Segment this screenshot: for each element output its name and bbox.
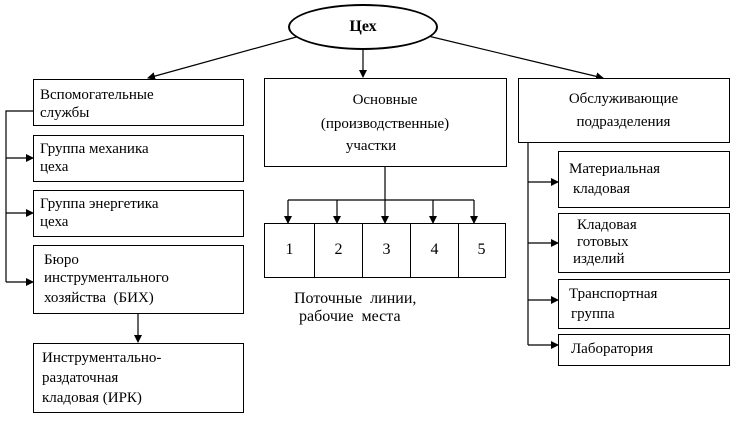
left-item-line: цеха	[40, 159, 69, 175]
right-item-line: группа	[571, 306, 615, 322]
workstation-row: 1 2 3 4 5	[264, 223, 506, 278]
right-item-line: изделий	[573, 251, 625, 267]
left-item-line: хозяйства (БИХ)	[44, 290, 154, 306]
left-item-line: инструментального	[44, 270, 169, 286]
left-sub-box: Инструментально- раздаточная кладовая (И…	[33, 343, 244, 413]
left-item-box: Группа механика цеха	[33, 135, 244, 182]
left-header-line-2: службы	[40, 105, 90, 121]
left-trunk	[5, 110, 33, 282]
workstation-cell: 2	[315, 224, 363, 277]
center-header-line-3: участки	[345, 138, 397, 154]
left-sub-line: кладовая (ИРК)	[42, 390, 142, 406]
center-caption-line-1: Поточные линии,	[294, 290, 417, 307]
right-header-line-1: Обслуживающие	[568, 91, 679, 107]
center-header-box: Основные (производственные) участки	[264, 78, 507, 167]
right-item-box: Лаборатория	[558, 334, 730, 366]
right-item-box: Материальная кладовая	[558, 151, 730, 208]
left-sub-line: раздаточная	[42, 370, 119, 386]
arrow-root-to-right	[427, 35, 604, 81]
workstation-cell: 5	[477, 241, 486, 258]
center-header-line-2: (производственные)	[320, 116, 450, 132]
right-header-line-2: подразделения	[576, 114, 671, 130]
arrow-root-to-left	[147, 35, 301, 80]
left-header-line-1: Вспомогательные	[40, 87, 154, 103]
right-item-line: готовых	[577, 234, 629, 250]
left-item-line: цеха	[40, 214, 69, 230]
right-item-line: Кладовая	[577, 217, 637, 233]
left-header-box: Вспомогательные службы	[33, 79, 244, 126]
left-sub-line: Инструментально-	[42, 350, 162, 366]
left-item-line: Группа энергетика	[40, 196, 159, 212]
right-item-box: Транспортная группа	[558, 279, 730, 329]
root-label: Цех	[349, 18, 377, 35]
right-item-line: Транспортная	[569, 286, 658, 302]
left-item-box: Группа энергетика цеха	[33, 190, 244, 237]
workstation-cell: 1	[265, 224, 315, 277]
right-item-box: Кладовая готовых изделий	[558, 213, 730, 273]
right-header-box: Обслуживающие подразделения	[518, 78, 730, 143]
workstation-cell: 4	[411, 224, 459, 277]
root-node: Цех	[288, 4, 438, 50]
workstation-cell: 3	[363, 224, 411, 277]
center-caption-line-2: рабочие места	[299, 308, 401, 325]
right-item-line: Лаборатория	[571, 341, 654, 357]
left-item-line: Бюро	[44, 252, 79, 268]
right-item-line: Материальная	[569, 161, 661, 177]
left-item-line: Группа механика	[40, 141, 149, 157]
center-header-line-1: Основные	[352, 92, 418, 108]
left-item-box: Бюро инструментального хозяйства (БИХ)	[33, 245, 244, 314]
right-item-line: кладовая	[573, 181, 631, 197]
